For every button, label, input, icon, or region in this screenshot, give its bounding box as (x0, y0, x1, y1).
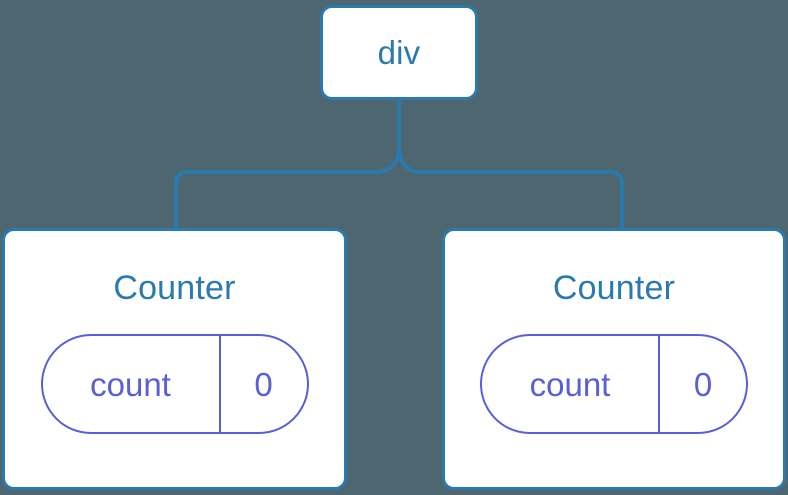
component-title: Counter (113, 269, 236, 307)
state-key-label: count (90, 365, 171, 403)
state-value-cell: 0 (660, 336, 746, 432)
state-pill-1[interactable]: count 0 (480, 334, 748, 434)
state-key-cell: count (482, 336, 660, 432)
node-counter-0[interactable]: Counter count 0 (2, 228, 347, 490)
state-value-cell: 0 (221, 336, 307, 432)
state-key-label: count (529, 365, 611, 403)
state-pill-0[interactable]: count 0 (40, 334, 309, 434)
root-node-label: div (377, 34, 421, 71)
node-root-div[interactable]: div (320, 5, 478, 100)
edge-root-to-child-1 (397, 98, 624, 232)
state-value-label: 0 (254, 365, 273, 403)
component-title: Counter (552, 269, 676, 307)
state-value-label: 0 (693, 365, 713, 403)
node-counter-1[interactable]: Counter count 0 (442, 228, 786, 490)
state-key-cell: count (43, 336, 221, 432)
edge-root-to-child-0 (174, 98, 401, 232)
